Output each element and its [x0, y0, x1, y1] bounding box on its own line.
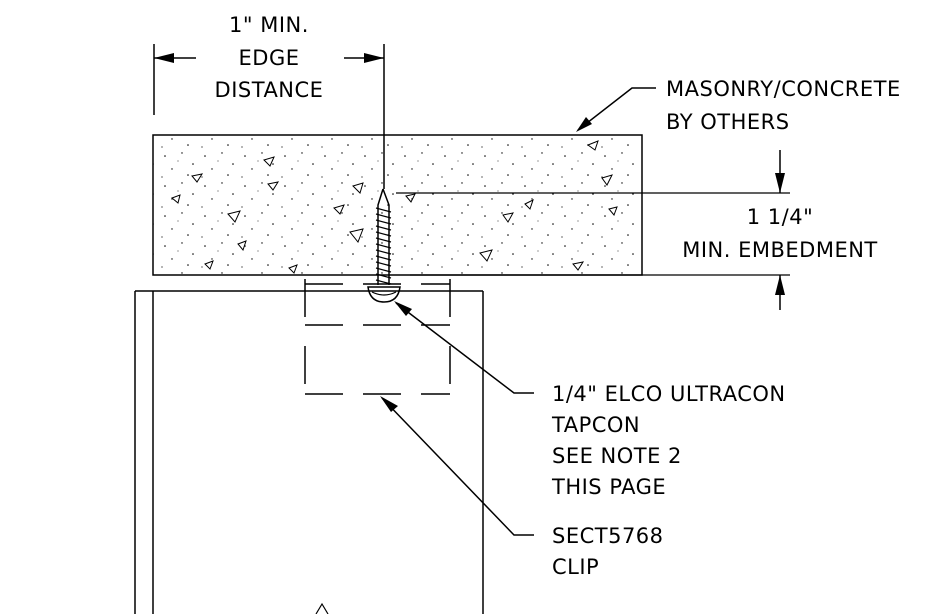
embedment-dimension: [396, 150, 790, 310]
sect5768-clip-hidden: [304, 279, 451, 395]
clip-label: SECT5768 CLIP: [552, 524, 664, 579]
embedment-label-line2: MIN. EMBEDMENT: [682, 238, 878, 262]
embedment-label: 1 1/4" MIN. EMBEDMENT: [682, 205, 878, 262]
edge-distance-label-line1: 1" MIN.: [229, 13, 309, 37]
substrate-label: MASONRY/CONCRETE BY OTHERS: [666, 77, 901, 134]
edge-distance-dimension: [153, 44, 385, 189]
aggregate-marks: [171, 140, 618, 274]
clip-label-line2: CLIP: [552, 555, 599, 579]
tapcon-anchor: [367, 188, 401, 303]
substrate-leader: [576, 87, 656, 132]
substrate-label-line1: MASONRY/CONCRETE: [666, 77, 901, 101]
clip-label-line1: SECT5768: [552, 524, 664, 548]
anchor-label-line3: SEE NOTE 2: [552, 444, 682, 468]
anchor-label-line1: 1/4" ELCO ULTRACON: [552, 382, 786, 406]
anchor-label: 1/4" ELCO ULTRACON TAPCON SEE NOTE 2 THI…: [551, 382, 786, 499]
anchor-leader: [394, 301, 534, 394]
edge-distance-label: 1" MIN. EDGE DISTANCE: [215, 13, 324, 102]
concrete-block: [152, 134, 643, 276]
edge-distance-label-line2: EDGE: [239, 46, 300, 70]
anchor-label-line2: TAPCON: [551, 413, 640, 437]
edge-distance-label-line3: DISTANCE: [215, 78, 324, 102]
substrate-label-line2: BY OTHERS: [666, 110, 790, 134]
steel-member: [134, 290, 484, 614]
anchor-label-line4: THIS PAGE: [551, 475, 666, 499]
embedment-label-line1: 1 1/4": [747, 205, 814, 229]
clip-leader: [380, 396, 534, 536]
